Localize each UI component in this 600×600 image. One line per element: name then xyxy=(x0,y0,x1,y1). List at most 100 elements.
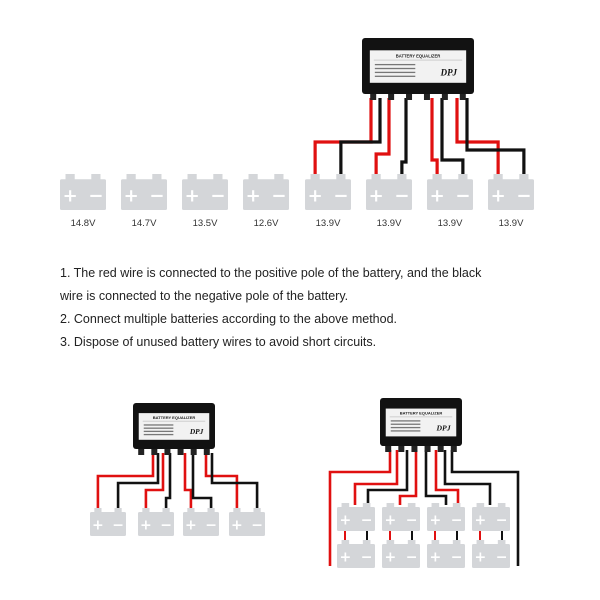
black-wire xyxy=(210,453,259,510)
black-wire xyxy=(116,453,160,510)
plus-icon: + xyxy=(339,512,351,528)
red-wire xyxy=(353,450,399,505)
battery-icon: +− xyxy=(382,540,420,568)
plus-icon: + xyxy=(92,517,104,533)
plus-icon: + xyxy=(63,185,78,206)
red-wire xyxy=(313,98,373,176)
battery-icon: +− xyxy=(366,174,412,210)
instruction-line: 1. The red wire is connected to the posi… xyxy=(60,266,482,280)
minus-icon: − xyxy=(333,185,348,206)
battery-equalizer-device: BATTERY EQUALIZER DPJ xyxy=(380,398,462,452)
plus-icon: + xyxy=(140,517,152,533)
minus-icon: − xyxy=(406,549,418,565)
red-wire xyxy=(434,450,460,505)
plus-icon: + xyxy=(308,185,323,206)
plus-icon: + xyxy=(124,185,139,206)
plus-icon: + xyxy=(430,185,445,206)
device-brand-logo: DPJ xyxy=(436,423,452,432)
plus-icon: + xyxy=(185,517,197,533)
device-brand-logo: DPJ xyxy=(440,68,458,78)
red-wire xyxy=(374,98,391,176)
minus-icon: − xyxy=(451,549,463,565)
battery-icon: +− xyxy=(138,508,174,536)
plus-icon: + xyxy=(474,549,486,565)
minus-icon: − xyxy=(361,512,373,528)
plus-icon: + xyxy=(491,185,506,206)
device-title: BATTERY EQUALIZER xyxy=(153,415,196,420)
minus-icon: − xyxy=(394,185,409,206)
red-wire xyxy=(144,453,165,510)
minus-icon: − xyxy=(251,517,263,533)
minus-icon: − xyxy=(160,517,172,533)
plus-icon: + xyxy=(231,517,243,533)
instruction-line: wire is connected to the negative pole o… xyxy=(60,289,349,303)
minus-icon: − xyxy=(205,517,217,533)
device-title: BATTERY EQUALIZER xyxy=(400,411,443,416)
black-wire xyxy=(366,450,409,505)
battery-icon: +− xyxy=(305,174,351,210)
plus-icon: + xyxy=(339,549,351,565)
minus-icon: − xyxy=(88,185,103,206)
instruction-line: 2. Connect multiple batteries according … xyxy=(60,312,398,326)
battery-voltage-label: 12.6V xyxy=(254,218,279,229)
battery-icon: +− xyxy=(243,174,289,210)
minus-icon: − xyxy=(112,517,124,533)
plus-icon: + xyxy=(384,512,396,528)
red-wire xyxy=(96,453,155,510)
red-wire xyxy=(204,453,239,510)
black-wire xyxy=(164,453,172,510)
plus-icon: + xyxy=(369,185,384,206)
red-wire xyxy=(398,450,418,505)
minus-icon: − xyxy=(496,549,508,565)
black-wire xyxy=(443,450,492,505)
device-brand-logo: DPJ xyxy=(189,427,204,436)
battery-icon: +− xyxy=(488,174,534,210)
battery-voltage-label: 13.5V xyxy=(193,218,218,229)
battery-voltage-label: 13.9V xyxy=(499,218,524,229)
minus-icon: − xyxy=(455,185,470,206)
battery-voltage-label: 13.9V xyxy=(438,218,463,229)
plus-icon: + xyxy=(474,512,486,528)
battery-icon: +− xyxy=(382,503,420,531)
minus-icon: − xyxy=(361,549,373,565)
battery-icon: +− xyxy=(472,540,510,568)
instruction-line: 3. Dispose of unused battery wires to av… xyxy=(60,335,377,349)
battery-icon: +− xyxy=(337,540,375,568)
minus-icon: − xyxy=(516,185,531,206)
battery-icon: +− xyxy=(183,508,219,536)
battery-icon: +− xyxy=(60,174,106,210)
battery-voltage-label: 14.8V xyxy=(71,218,96,229)
battery-icon: +− xyxy=(90,508,126,536)
plus-icon: + xyxy=(384,549,396,565)
minus-icon: − xyxy=(496,512,508,528)
instructions-list: 1. The red wire is connected to the posi… xyxy=(60,262,560,354)
minus-icon: − xyxy=(406,512,418,528)
minus-icon: − xyxy=(271,185,286,206)
device-title: BATTERY EQUALIZER xyxy=(396,53,441,58)
minus-icon: − xyxy=(149,185,164,206)
red-wire xyxy=(328,450,392,566)
battery-icon: +− xyxy=(121,174,167,210)
black-wire xyxy=(424,450,448,505)
battery-icon: +− xyxy=(427,503,465,531)
plus-icon: + xyxy=(246,185,261,206)
plus-icon: + xyxy=(429,549,441,565)
minus-icon: − xyxy=(451,512,463,528)
battery-equalizer-device: BATTERY EQUALIZER DPJ xyxy=(362,38,474,100)
devices-layer: BATTERY EQUALIZER DPJ BATTERY EQUALIZER DPJ… xyxy=(133,38,474,455)
battery-equalizer-device: BATTERY EQUALIZER DPJ xyxy=(133,403,215,455)
battery-icon: +− xyxy=(427,540,465,568)
minus-icon: − xyxy=(210,185,225,206)
red-wire xyxy=(455,98,500,176)
battery-icon: +− xyxy=(427,174,473,210)
black-wire xyxy=(465,98,526,176)
plus-icon: + xyxy=(429,512,441,528)
battery-voltage-label: 13.9V xyxy=(316,218,341,229)
battery-icon: +− xyxy=(472,503,510,531)
battery-voltage-label: 14.7V xyxy=(132,218,157,229)
black-wire xyxy=(191,453,213,510)
battery-icon: +− xyxy=(337,503,375,531)
black-wire xyxy=(440,98,465,176)
